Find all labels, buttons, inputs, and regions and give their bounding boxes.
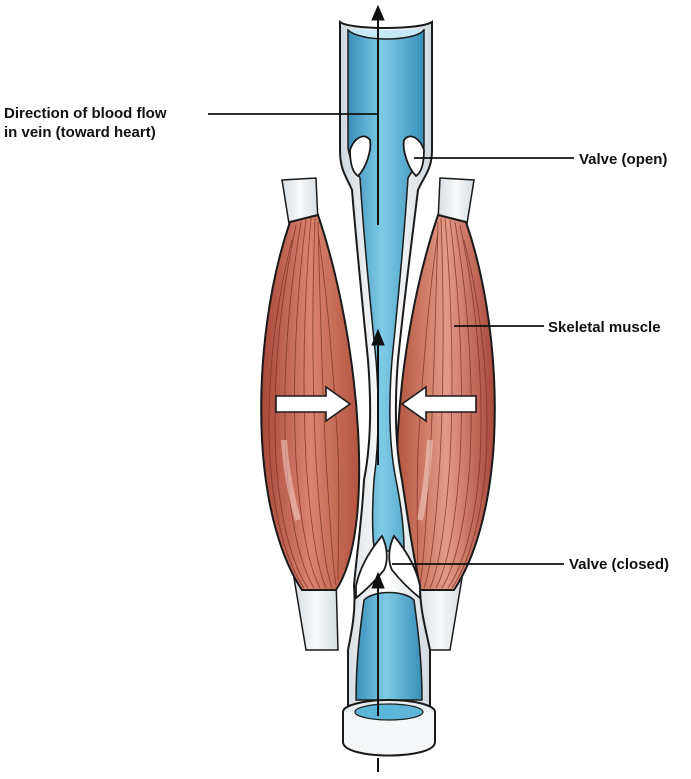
vein-blood-lower: [356, 593, 422, 701]
label-direction-line1: Direction of blood flow: [4, 104, 166, 123]
flow-arrow-top-head: [372, 6, 384, 20]
label-valve-open: Valve (open): [579, 150, 667, 169]
vein-bottom-lumen: [355, 704, 423, 720]
label-valve-closed: Valve (closed): [569, 555, 669, 574]
left-skeletal-muscle: [261, 178, 359, 650]
label-direction-line2: in vein (toward heart): [4, 123, 166, 142]
label-direction-of-blood-flow: Direction of blood flow in vein (toward …: [4, 104, 166, 142]
label-skeletal-muscle: Skeletal muscle: [548, 318, 661, 337]
